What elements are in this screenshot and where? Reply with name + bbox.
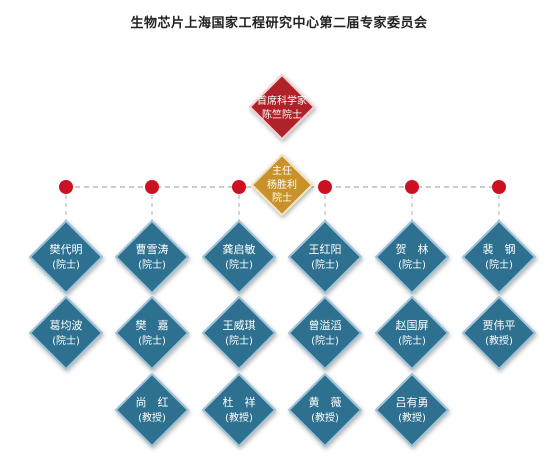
chief-scientist-node-shape (249, 74, 315, 140)
director-name-text: 杨胜利 (267, 178, 297, 191)
member-node: 尚 红 (教授) (115, 373, 189, 447)
member-title-text: (院士) (485, 258, 513, 271)
member-node: 吕有勇 (教授) (375, 373, 449, 447)
member-node: 赵国屏 (院士) (375, 296, 449, 370)
member-name-text: 黄 薇 (309, 395, 342, 409)
member-title-text: (教授) (485, 334, 513, 347)
member-name-text: 王红阳 (309, 243, 342, 256)
member-name-text: 王威琪 (223, 319, 256, 332)
member-node-shape (288, 220, 362, 294)
member-node: 贺 林 (院士) (375, 220, 449, 294)
director-node-shape (251, 154, 313, 216)
member-node-shape (202, 373, 276, 447)
member-name-text: 曹雪涛 (136, 242, 169, 256)
member-node-shape (115, 220, 189, 294)
member-node: 裴 钢 (院士) (462, 220, 536, 294)
member-node: 曹雪涛 (院士) (115, 220, 189, 294)
member-node: 王红阳 (院士) (288, 220, 362, 294)
chief-title-text: 首席科学家 (257, 94, 307, 107)
member-node: 葛均波 (院士) (29, 296, 103, 370)
member-node-shape (202, 296, 276, 370)
member-node: 黄 薇 (教授) (288, 373, 362, 447)
member-node-shape (115, 373, 189, 447)
member-node-shape (462, 296, 536, 370)
connector-dot-2 (232, 180, 246, 194)
member-name-text: 葛均波 (50, 319, 83, 332)
member-node: 曾溢滔 (院士) (288, 296, 362, 370)
member-node: 贾伟平 (教授) (462, 296, 536, 370)
member-title-text: (教授) (225, 411, 253, 424)
member-name-text: 曾溢滔 (309, 318, 342, 332)
member-node: 樊 嘉 (院士) (115, 296, 189, 370)
member-node-shape (29, 296, 103, 370)
member-node: 樊代明 (院士) (29, 220, 103, 294)
member-name-text: 龚启敏 (223, 242, 256, 256)
member-node-shape (288, 373, 362, 447)
member-node-shape (462, 220, 536, 294)
member-node-shape (375, 220, 449, 294)
member-name-text: 樊 嘉 (136, 318, 169, 332)
member-name-text: 吕有勇 (396, 395, 429, 409)
member-node: 杜 祥 (教授) (202, 373, 276, 447)
member-name-text: 杜 祥 (223, 395, 256, 409)
member-node-shape (115, 296, 189, 370)
director-suffix-text: 院士 (272, 191, 292, 204)
member-name-text: 赵国屏 (396, 318, 429, 332)
director-title-text: 主任 (272, 164, 292, 177)
member-node-shape (29, 220, 103, 294)
chief-name-text: 陈竺院士 (262, 108, 302, 121)
member-node-shape (202, 220, 276, 294)
member-name-text: 樊代明 (50, 242, 83, 256)
member-title-text: (院士) (225, 334, 253, 347)
connector-dot-4 (405, 180, 419, 194)
member-title-text: (院士) (138, 334, 166, 347)
connector-dot-1 (145, 180, 159, 194)
member-title-text: (教授) (311, 411, 339, 424)
member-name-text: 裴 钢 (483, 242, 516, 256)
connector-dot-0 (59, 180, 73, 194)
member-title-text: (院士) (398, 334, 426, 347)
member-node: 龚启敏 (院士) (202, 220, 276, 294)
member-title-text: (院士) (398, 258, 426, 271)
member-name-text: 贺 林 (396, 242, 429, 256)
member-title-text: (教授) (398, 411, 426, 424)
member-name-text: 尚 红 (136, 395, 169, 409)
connector-dot-3 (318, 180, 332, 194)
member-node-shape (288, 296, 362, 370)
member-node-shape (375, 296, 449, 370)
member-title-text: (院士) (225, 258, 253, 271)
member-node-shape (375, 373, 449, 447)
member-title-text: (院士) (52, 334, 80, 347)
member-title-text: (院士) (52, 258, 80, 271)
page-title: 生物芯片上海国家工程研究中心第二届专家委员会 (130, 16, 428, 31)
member-title-text: (院士) (311, 258, 339, 271)
member-node: 王威琪 (院士) (202, 296, 276, 370)
member-title-text: (教授) (138, 411, 166, 424)
member-title-text: (院士) (311, 334, 339, 347)
member-title-text: (院士) (138, 258, 166, 271)
connector-dot-5 (492, 180, 506, 194)
member-name-text: 贾伟平 (483, 319, 516, 332)
